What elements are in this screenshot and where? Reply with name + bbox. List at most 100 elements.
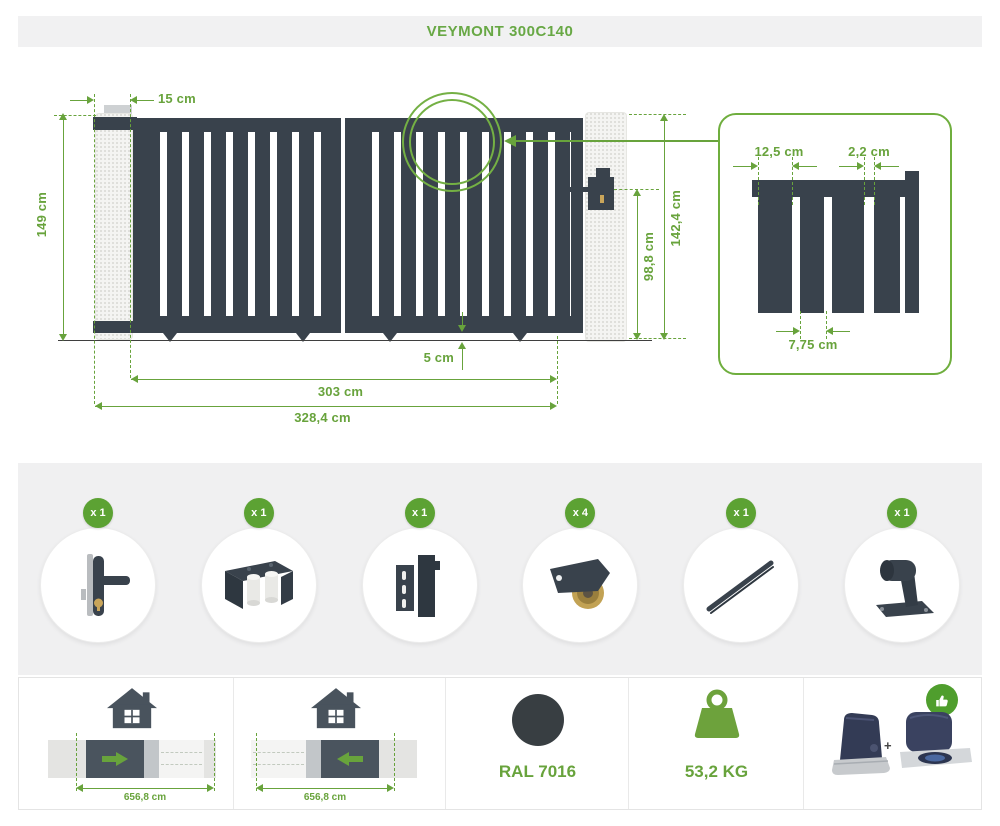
latch-top [596, 168, 610, 178]
opening-plan [251, 740, 306, 778]
dim-arrow [458, 342, 466, 349]
detail-rail [752, 180, 919, 197]
accessory-roller-wheel: x 4 [522, 498, 639, 643]
gate-foot [383, 333, 397, 342]
thumbs-up-icon [936, 695, 948, 707]
latch-body [588, 177, 614, 210]
accessory-gate-stop: x 1 [843, 498, 960, 643]
left-post [95, 113, 133, 340]
dim-line [833, 331, 850, 332]
roller-guide-icon [224, 561, 293, 609]
left-post-bottom-bracket [93, 321, 137, 333]
detail-endcap [905, 171, 919, 313]
dim-line [131, 379, 550, 380]
motor-kit-image [832, 712, 972, 775]
gate-foot [513, 333, 527, 342]
page-title: VEYMONT 300C140 [426, 23, 574, 40]
quantity-badge: x 1 [886, 498, 917, 528]
callout-circle-outer [402, 92, 502, 192]
dim-line [136, 100, 154, 101]
title-bar: VEYMONT 300C140 [18, 16, 982, 47]
dim-line [462, 312, 463, 326]
dim-arrow [130, 96, 137, 104]
dim-line [664, 119, 665, 334]
quantity-badge: x 4 [565, 498, 596, 528]
dim-guide [394, 733, 395, 791]
dim-label-total-height: 149 cm [34, 192, 49, 238]
dim-arrow [387, 784, 394, 792]
roller-wheel-icon [550, 559, 611, 609]
dim-line [637, 194, 638, 334]
gate-stop-icon [875, 560, 934, 617]
detail-slat [800, 197, 824, 313]
latch-cylinder [600, 195, 604, 203]
dim-guide [758, 157, 759, 205]
accessories-row: x 1 x 1 [18, 463, 982, 675]
dim-arrow [76, 784, 83, 792]
arrow-right-icon [102, 752, 128, 766]
dim-arrow [751, 162, 758, 170]
motor-plus-sign: + [884, 738, 892, 753]
receiver-bracket-icon [395, 555, 440, 617]
gate-panel-left [133, 118, 341, 333]
callout-circle-inner [409, 99, 495, 185]
slide-right-cell: 656,8 cm [19, 678, 234, 809]
accessory-roller-guide: x 1 [200, 498, 317, 643]
arrow-left-icon [337, 752, 363, 766]
house-icon [311, 688, 361, 729]
wall-segment [48, 740, 86, 778]
slide-left-cell: 656,8 cm [234, 678, 446, 809]
color-cell: RAL 7016 [446, 678, 629, 809]
dim-arrow [256, 784, 263, 792]
wall-segment [379, 740, 417, 778]
weight-cell: 53,2 KG [629, 678, 804, 809]
post-plan [144, 740, 159, 778]
dim-arrow [550, 375, 557, 383]
dim-arrow [87, 96, 94, 104]
dim-label-ground-clearance: 5 cm [423, 350, 454, 365]
accessory-receiver-bracket: x 1 [361, 498, 478, 643]
quantity-badge: x 1 [83, 498, 113, 528]
quantity-badge: x 1 [404, 498, 435, 528]
dim-guide [256, 733, 257, 791]
dim-guide [94, 94, 95, 404]
dim-arrow [857, 162, 864, 170]
callout-arrowhead [504, 135, 516, 147]
ral-label: RAL 7016 [498, 762, 577, 781]
latch-pin [570, 187, 590, 192]
dim-label-leaf-width: 303 cm [317, 384, 364, 399]
detail-slat [832, 197, 864, 313]
dim-line [839, 166, 857, 167]
gate-plan [321, 740, 379, 778]
detail-slat [758, 197, 792, 313]
dim-line [733, 166, 751, 167]
dim-label-slat-pitch: 7,75 cm [788, 337, 838, 352]
dim-arrow [793, 327, 800, 335]
quantity-badge: x 1 [243, 498, 274, 528]
dim-arrow [633, 333, 641, 340]
detail-slat [874, 197, 900, 313]
dim-guide [792, 157, 793, 205]
dim-guide [76, 733, 77, 791]
dim-line [799, 166, 817, 167]
thumbs-up-badge [926, 684, 958, 716]
ral-color-swatch [512, 694, 564, 746]
dim-guide [826, 311, 827, 339]
dim-label-gap-width: 2,2 cm [848, 144, 890, 159]
dim-label-slide-right: 656,8 cm [123, 792, 167, 803]
dim-guide [214, 733, 215, 791]
dim-arrow [59, 113, 67, 120]
dim-line [70, 100, 88, 101]
dim-arrow [792, 162, 799, 170]
dim-label-slide-left: 656,8 cm [303, 792, 347, 803]
ground-line [58, 340, 652, 341]
left-post-top-bracket [93, 117, 137, 130]
wall-segment [204, 740, 216, 778]
dim-guide [130, 94, 131, 378]
dim-line [881, 166, 899, 167]
gate-slats [145, 132, 329, 316]
footer-row: 656,8 cm [18, 677, 982, 810]
gear-rack-icon [706, 560, 775, 614]
dim-line [462, 348, 463, 370]
dim-line [776, 331, 793, 332]
